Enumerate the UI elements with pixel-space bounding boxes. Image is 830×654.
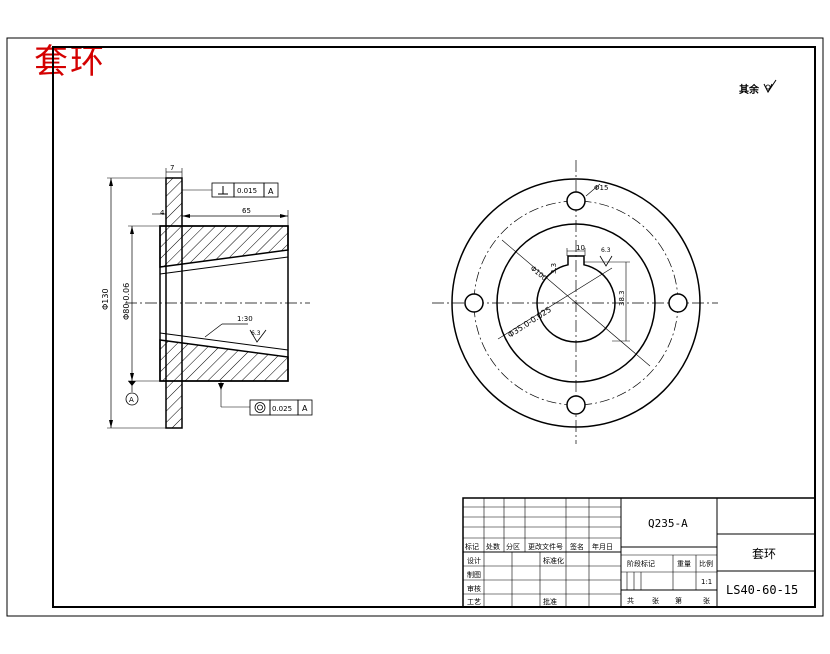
- roughness-symbol-icon: [763, 79, 777, 94]
- tb-part-name: 套环: [752, 547, 776, 561]
- datum-marker: [125, 392, 139, 406]
- tb-ratio: 比例: [699, 559, 713, 568]
- fcf-runout-value: 0.025: [272, 405, 292, 413]
- tb-drawing-number: LS40-60-15: [726, 583, 798, 597]
- tb-sheet-unit-2: 张: [703, 596, 710, 605]
- fcf-runout-datum: A: [302, 404, 308, 413]
- dim-line-bore: [497, 267, 613, 340]
- tb-row-process: 工艺: [467, 598, 481, 606]
- roughness-note-label: 其余: [739, 83, 760, 96]
- tb-material: Q235-A: [648, 517, 688, 530]
- dim-bore: Φ35.0-0.025: [506, 305, 553, 340]
- fcf-perp-datum: A: [268, 187, 274, 196]
- flange-outer-circle: [451, 178, 701, 428]
- roughness-key-icon: [599, 255, 613, 267]
- drawing-title-stamp: 套环: [34, 42, 106, 82]
- concentricity-icon: [254, 402, 266, 413]
- tb-stage-mark: 阶段标记: [627, 559, 655, 568]
- roughness-key: 6.3: [601, 247, 611, 254]
- fcf-perp-value: 0.015: [237, 187, 257, 195]
- flange-hatch-top: [166, 178, 182, 226]
- bolt-hole-right: [668, 293, 688, 313]
- tb-header-count: 处数: [486, 542, 500, 551]
- perpendicularity-icon: [218, 186, 228, 195]
- dim-pitch: Φ100: [529, 264, 549, 282]
- tb-header-change-doc: 更改文件号: [528, 542, 563, 551]
- bolt-hole-left: [464, 293, 484, 313]
- dim-hub-dia: Φ80-0.06: [122, 283, 131, 320]
- tb-weight: 重量: [677, 560, 691, 568]
- dim-outer-dia: Φ130: [101, 288, 110, 310]
- hub-outline: [159, 225, 289, 382]
- inner-frame: [52, 46, 816, 608]
- tb-header-zone: 分区: [506, 542, 520, 551]
- hub-section-top: [159, 225, 289, 268]
- bore-with-keyway: [536, 255, 616, 343]
- outer-frame: [6, 37, 824, 617]
- roughness-cone-icon: [249, 329, 267, 343]
- hub-section-bottom: [159, 339, 289, 382]
- tb-header-mark: 标记: [465, 542, 479, 551]
- tb-standardization: 标准化: [543, 556, 564, 565]
- left-section-view: Φ130 Φ80-0.06 7 4 65: [101, 164, 313, 429]
- tb-approval: 批准: [543, 597, 557, 606]
- taper-ratio: 1:30: [237, 315, 253, 323]
- dim-key-width: 10: [576, 244, 585, 252]
- bolt-hole-bottom: [566, 395, 586, 415]
- tb-header-sign: 签名: [570, 542, 584, 551]
- roughness-cone: 6.3: [251, 330, 261, 337]
- fcf-runout: 0.025 A: [249, 399, 313, 416]
- tb-row-design: 设计: [467, 556, 481, 565]
- taper-leader: [204, 323, 223, 338]
- title-block: 标记 处数 分区 更改文件号 签名 年月日 设计 制图 审核 工艺 标准化 批准…: [462, 497, 816, 608]
- bore-edge-top: [159, 256, 289, 275]
- dim-key-depth: 3.3: [550, 263, 558, 274]
- bolt-hole-top: [566, 191, 586, 211]
- hub-circle: [496, 223, 656, 383]
- dim-key-position: 38.3: [618, 290, 626, 306]
- tb-sheet-total: 共: [627, 596, 634, 605]
- dim-line-pitch: [501, 239, 651, 367]
- dim-length: 65: [242, 207, 251, 215]
- bore-edge-bottom: [159, 332, 289, 351]
- dim-flange-thickness: 7: [170, 164, 174, 172]
- tb-sheet-no: 第: [675, 596, 682, 605]
- tb-row-drafting: 制图: [467, 570, 481, 579]
- right-front-view: 10 3.3 6.3 Φ15 Φ35.0-0.025 Φ100 38.3: [432, 160, 718, 444]
- datum-label: A: [129, 396, 134, 404]
- tb-row-review: 审核: [467, 584, 481, 593]
- tb-header-date: 年月日: [592, 542, 613, 551]
- tb-sheet-unit-1: 张: [652, 596, 659, 605]
- dim-step: 4: [160, 209, 165, 217]
- fcf-perpendicularity: 0.015 A: [211, 182, 279, 198]
- dim-hole-dia: Φ15: [594, 184, 608, 192]
- tb-scale-value: 1:1: [701, 578, 712, 586]
- flange-hatch-bottom: [166, 381, 182, 428]
